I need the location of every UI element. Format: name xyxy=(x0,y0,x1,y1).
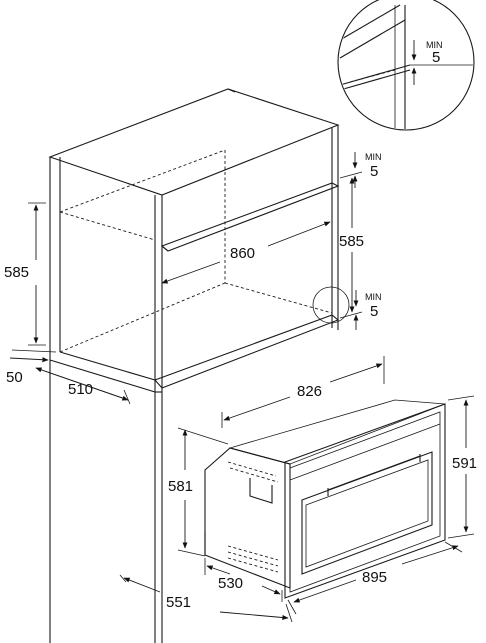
label-appliance-front-width: 895 xyxy=(362,569,387,586)
detail-inset: MIN 5 xyxy=(337,0,475,131)
label-appliance-width: 826 xyxy=(297,383,322,400)
label-depth-niche: 510 xyxy=(68,381,93,398)
label-appliance-depth-body: 530 xyxy=(218,575,243,592)
label-height-left: 585 xyxy=(4,264,29,281)
dim-appliance-width: 826 xyxy=(221,356,385,428)
clearance-lower: MIN 5 xyxy=(353,290,382,330)
dim-left-height: 585 xyxy=(4,202,46,346)
appliance xyxy=(204,399,446,599)
label-depth-left: 50 xyxy=(6,369,23,386)
dim-depth: 50 510 xyxy=(6,349,131,405)
dim-appliance-depth-body: 530 xyxy=(204,558,283,602)
vent-bottom xyxy=(227,545,279,573)
dim-right-height: 585 xyxy=(339,171,364,319)
dim-niche-width: 860 xyxy=(161,221,331,284)
label-height-right: 585 xyxy=(339,233,364,250)
dim-appliance-height-body: 581 xyxy=(168,427,229,557)
clearance-lower-value: 5 xyxy=(370,303,378,320)
label-appliance-depth-total: 551 xyxy=(166,594,191,611)
label-appliance-height-body: 581 xyxy=(168,478,193,495)
detail-circle xyxy=(337,0,475,131)
dim-appliance-front-width: 895 xyxy=(287,541,463,615)
clearance-upper: MIN 5 xyxy=(352,152,382,188)
clearance-upper-value: 5 xyxy=(370,163,378,180)
label-niche-width: 860 xyxy=(230,245,255,262)
clearance-top-min: MIN xyxy=(426,40,443,50)
clearance-lower-min: MIN xyxy=(365,292,382,302)
clearance-top-value: 5 xyxy=(432,49,440,66)
clearance-upper-min: MIN xyxy=(365,152,382,162)
dim-appliance-depth-total: 551 xyxy=(119,574,293,623)
vent-top xyxy=(227,461,279,483)
cabinet xyxy=(48,88,340,643)
dim-appliance-height-front: 591 xyxy=(447,395,477,539)
label-appliance-height-front: 591 xyxy=(452,455,477,472)
detail-marker-circle xyxy=(312,286,350,324)
